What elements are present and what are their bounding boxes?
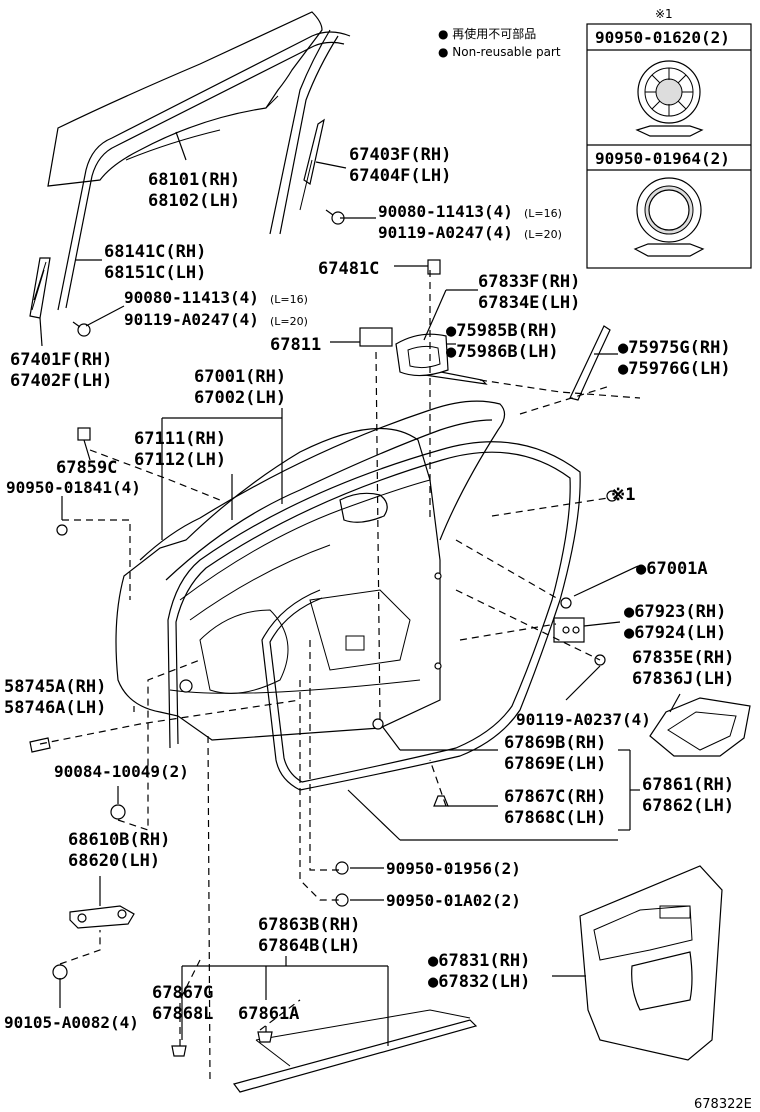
label-90950-01841: 90950-01841(4) <box>6 478 141 497</box>
clip-icon <box>560 597 572 609</box>
label-67402f: 67402F(LH) <box>10 371 112 391</box>
label-67481c: 67481C <box>318 259 379 279</box>
clip-icon <box>335 861 349 875</box>
door-trim-board <box>579 865 723 1061</box>
label-67859c: 67859C <box>56 458 117 478</box>
handle-frame <box>395 333 449 377</box>
label-67111: 67111(RH) <box>134 429 226 449</box>
clip-icon <box>171 1045 187 1057</box>
label-90950-01a02: 90950-01A02(2) <box>386 891 521 910</box>
label-l16-2: (L=16) <box>270 293 308 306</box>
label-75975g: ●75975G(RH) <box>618 338 731 358</box>
door-weatherstrip <box>167 441 581 791</box>
label-90119-2: 90119-A0247(4) <box>124 310 259 329</box>
label-67863b: 67863B(RH) <box>258 915 360 935</box>
clip-inset-box: 90950-01620(2) 90950-01964(2) <box>586 23 752 269</box>
clip-icon <box>77 427 91 441</box>
label-67401f: 67401F(RH) <box>10 350 112 370</box>
label-67836j: 67836J(LH) <box>632 669 734 689</box>
door-glass <box>47 11 323 187</box>
inset-part-b: 90950-01964(2) <box>595 149 730 168</box>
callout-reference-mark: ※1 <box>611 485 635 505</box>
lock-cylinder <box>359 327 393 347</box>
label-67864b: 67864B(LH) <box>258 936 360 956</box>
label-90080-1: 90080-11413(4) <box>378 202 513 221</box>
label-75985b: ●75985B(RH) <box>446 321 559 341</box>
front-sash <box>29 257 51 319</box>
legend-japanese: ● 再使用不可部品 <box>438 26 536 41</box>
door-hinge <box>69 905 135 929</box>
clip-a-icon <box>635 60 704 137</box>
label-67001a: ●67001A <box>636 559 708 579</box>
label-90119-a0237: 90119-A0237(4) <box>516 710 651 729</box>
label-90080-2: 90080-11413(4) <box>124 288 259 307</box>
clip-icon <box>56 524 68 536</box>
label-l16-1: (L=16) <box>524 207 562 220</box>
label-67924: ●67924(LH) <box>624 623 726 643</box>
pad-icon <box>29 737 51 753</box>
label-67923: ●67923(RH) <box>624 602 726 622</box>
label-90950-01956: 90950-01956(2) <box>386 859 521 878</box>
label-68101: 68101(RH) <box>148 170 240 190</box>
label-l20-1: (L=20) <box>524 228 562 241</box>
label-67832: ●67832(LH) <box>428 972 530 992</box>
label-90084: 90084-10049(2) <box>54 762 189 781</box>
label-68610b: 68610B(RH) <box>68 830 170 850</box>
clip-icon <box>372 718 384 730</box>
label-67002: 67002(LH) <box>194 388 286 408</box>
label-67112: 67112(LH) <box>134 450 226 470</box>
dashed-guides <box>39 270 641 1081</box>
label-l20-2: (L=20) <box>270 315 308 328</box>
label-67833f: 67833F(RH) <box>478 272 580 292</box>
label-67404f: 67404F(LH) <box>349 166 451 186</box>
part-labels: 68101(RH) 68102(LH) 67403F(RH) 67404F(LH… <box>4 145 752 1112</box>
label-67867c: 67867C(RH) <box>504 787 606 807</box>
label-67868l: 67868L <box>152 1004 213 1024</box>
inset-reference-mark: ※1 <box>655 7 673 21</box>
label-67868c: 67868C(LH) <box>504 808 606 828</box>
diagram-code: 678322E <box>694 1097 752 1112</box>
label-67835e: 67835E(RH) <box>632 648 734 668</box>
label-68141c: 68141C(RH) <box>104 242 206 262</box>
clip-icon <box>257 1031 273 1043</box>
label-90119-1: 90119-A0247(4) <box>378 223 513 242</box>
label-75986b: ●75986B(LH) <box>446 342 559 362</box>
label-67834e: 67834E(LH) <box>478 293 580 313</box>
service-hole-cover <box>649 697 751 757</box>
check-bracket <box>553 617 585 643</box>
legend-english: ● Non-reusable part <box>438 45 561 59</box>
label-67867g: 67867G <box>152 983 213 1003</box>
lower-moulding <box>232 1009 478 1093</box>
label-67862: 67862(LH) <box>642 796 734 816</box>
leader-lines <box>39 131 681 1046</box>
label-67403f: 67403F(RH) <box>349 145 451 165</box>
label-75976g: ●75976G(LH) <box>618 359 731 379</box>
label-67861: 67861(RH) <box>642 775 734 795</box>
label-68151c: 68151C(LH) <box>104 263 206 283</box>
label-90105: 90105-A0082(4) <box>4 1013 139 1032</box>
label-58746a: 58746A(LH) <box>4 698 106 718</box>
clip-b-icon <box>633 177 705 257</box>
label-67869b: 67869B(RH) <box>504 733 606 753</box>
bolt-icon <box>72 321 91 337</box>
label-58745a: 58745A(RH) <box>4 677 106 697</box>
bolt-icon <box>325 209 345 225</box>
clip-icon <box>606 490 618 502</box>
label-67001: 67001(RH) <box>194 367 286 387</box>
label-67861a: 67861A <box>238 1004 299 1024</box>
label-68620: 68620(LH) <box>68 851 160 871</box>
rear-sash-channel <box>269 29 339 235</box>
label-67831: ●67831(RH) <box>428 951 530 971</box>
label-68102: 68102(LH) <box>148 191 240 211</box>
inset-part-a: 90950-01620(2) <box>595 28 730 47</box>
label-67869e: 67869E(LH) <box>504 754 606 774</box>
label-67811: 67811 <box>270 335 321 355</box>
handle-cap <box>427 259 441 275</box>
